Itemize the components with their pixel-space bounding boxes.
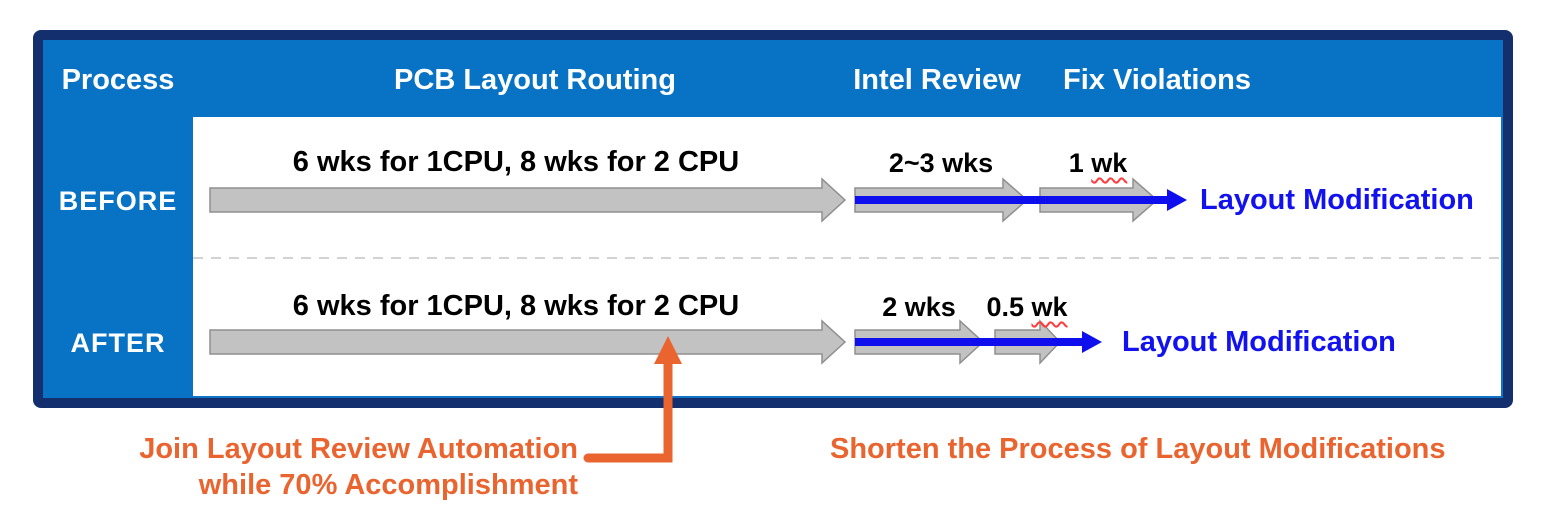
join-automation-line2: while 70% Accomplishment — [198, 469, 578, 501]
header-label-fix-violations: Fix Violations — [1062, 64, 1251, 96]
join-automation-annotation: Join Layout Review Automation while 70% … — [138, 431, 578, 503]
before-outcome-label: Layout Modification — [1200, 184, 1474, 216]
after-routing-duration: 6 wks for 1CPU, 8 wks for 2 CPU — [292, 290, 740, 322]
join-automation-line1: Join Layout Review Automation — [139, 433, 578, 465]
before-routing-block-arrow-icon — [209, 177, 847, 223]
header-label-intel-review: Intel Review — [853, 64, 1021, 96]
up-arrowhead-icon — [654, 336, 682, 364]
after-flow-arrowhead-icon — [1082, 331, 1102, 353]
process-column — [43, 40, 193, 398]
join-automation-connector — [583, 336, 682, 463]
row-label-before: BEFORE — [58, 186, 178, 216]
after-outcome-label: Layout Modification — [1122, 326, 1396, 358]
before-routing-duration: 6 wks for 1CPU, 8 wks for 2 CPU — [292, 146, 740, 178]
shorten-process-annotation: Shorten the Process of Layout Modificati… — [830, 433, 1446, 465]
header-band — [43, 40, 1503, 117]
process-panel-inner: Process PCB Layout Routing Intel Review … — [43, 40, 1503, 398]
before-review-duration: 2~3 wks — [888, 148, 994, 178]
before-fix-duration-value: 1 — [1068, 148, 1092, 178]
flow-arrows-canvas — [193, 177, 1503, 365]
header-label-process: Process — [61, 64, 175, 96]
after-review-duration: 2 wks — [882, 292, 956, 322]
row-label-after: AFTER — [70, 328, 166, 358]
after-fix-duration-unit: wk — [1031, 292, 1068, 322]
connector-elbow-line — [583, 353, 673, 463]
before-flow-arrowhead-icon — [1167, 189, 1187, 211]
process-panel: Process PCB Layout Routing Intel Review … — [33, 30, 1513, 408]
after-fix-duration: 0.5 wk — [927, 292, 1127, 323]
header-label-pcb-layout-routing: PCB Layout Routing — [394, 64, 676, 96]
before-fix-duration: 1 wk — [998, 148, 1198, 179]
after-fix-duration-value: 0.5 — [986, 292, 1032, 322]
after-routing-block-arrow-icon — [209, 319, 847, 365]
before-fix-duration-unit: wk — [1091, 148, 1128, 178]
